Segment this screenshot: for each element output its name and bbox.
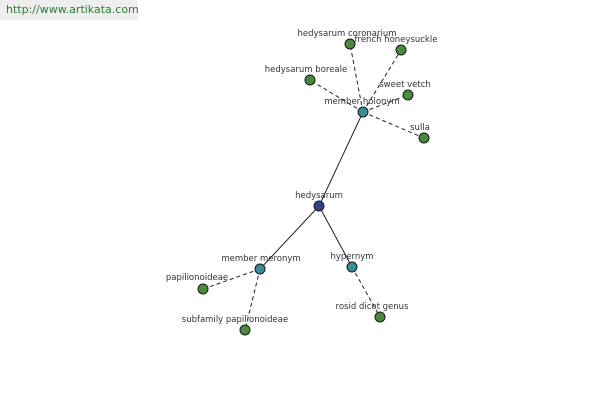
edge-holonym-sweet-vetch xyxy=(362,94,409,113)
edge-hedysarum-member-holonym xyxy=(318,111,364,207)
node-hedysarum xyxy=(313,200,325,212)
label-sulla: sulla xyxy=(410,123,430,133)
label-member-meronym: member meronym xyxy=(221,254,300,264)
edge-hedysarum-member-meronym xyxy=(259,205,320,270)
label-french-honeysuckle: french honeysuckle xyxy=(355,35,438,45)
node-hypernym xyxy=(346,261,358,273)
label-hedysarum-coronarium: hedysarum coronarium xyxy=(297,29,396,39)
node-member-holonym xyxy=(357,106,369,118)
node-member-meronym xyxy=(254,263,266,275)
label-subfamily-papilionoideae: subfamily papilionoideae xyxy=(182,315,288,325)
edge-hedysarum-hypernym xyxy=(318,205,353,268)
edge-meronym-subfamily-papilionoideae xyxy=(244,268,261,331)
node-hedysarum-coronarium xyxy=(344,38,356,50)
watermark-url: http://www.artikata.com xyxy=(0,0,139,20)
label-hedysarum-boreale: hedysarum boreale xyxy=(265,65,347,75)
nodes-layer xyxy=(197,38,430,336)
edges-layer xyxy=(202,43,425,331)
node-subfamily-papilionoideae xyxy=(239,324,251,336)
label-papilionoideae: papilionoideae xyxy=(166,273,228,283)
edge-holonym-french-honeysuckle xyxy=(362,49,402,113)
label-rosid-dicot-genus: rosid dicot genus xyxy=(336,302,409,312)
node-hedysarum-boreale xyxy=(304,74,316,86)
label-member-holonym: member holonym xyxy=(324,97,399,107)
edge-hypernym-rosid-dicot-genus xyxy=(351,266,381,318)
labels-layer: hedysarum coronarium french honeysuckle … xyxy=(166,29,438,325)
node-papilionoideae xyxy=(197,283,209,295)
edge-meronym-papilionoideae xyxy=(202,268,261,290)
edge-holonym-hedysarum-coronarium xyxy=(349,43,364,113)
label-sweet-vetch: sweet vetch xyxy=(379,80,431,90)
node-rosid-dicot-genus xyxy=(374,311,386,323)
node-french-honeysuckle xyxy=(395,44,407,56)
node-sulla xyxy=(418,132,430,144)
edge-holonym-hedysarum-boreale xyxy=(309,79,364,113)
label-hedysarum: hedysarum xyxy=(295,191,343,201)
node-sweet-vetch xyxy=(402,89,414,101)
label-hypernym: hypernym xyxy=(330,252,373,262)
